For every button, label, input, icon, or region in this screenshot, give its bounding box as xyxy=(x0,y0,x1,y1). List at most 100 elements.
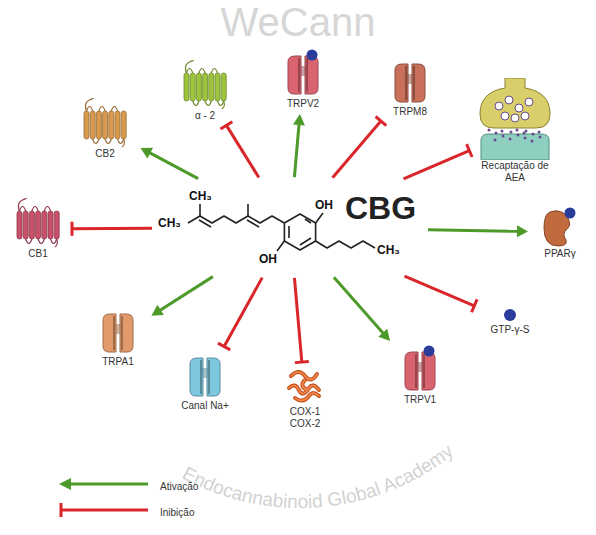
target-node: CB1 xyxy=(8,198,68,260)
pore xyxy=(115,324,121,334)
target-label: TRPM8 xyxy=(380,106,440,118)
loop xyxy=(32,207,38,212)
nuclear-receptor-icon xyxy=(540,204,580,248)
methyl-label: CH₃ xyxy=(189,189,212,203)
postsynaptic-cell xyxy=(481,134,549,160)
neurotransmitter xyxy=(532,133,535,136)
legend-entry: Inibição xyxy=(58,502,194,518)
vesicle xyxy=(505,96,513,104)
tail xyxy=(122,139,125,147)
aromatic-bonds xyxy=(289,219,311,245)
target-label: Canal Na+ xyxy=(173,400,237,412)
connector-line xyxy=(333,121,381,178)
loop xyxy=(111,107,117,112)
helix xyxy=(203,73,208,101)
loop xyxy=(193,101,199,106)
helix xyxy=(29,211,34,239)
helix xyxy=(121,111,126,139)
helix xyxy=(221,73,226,101)
cox-enzyme-icon xyxy=(283,366,327,406)
pentyl-chain xyxy=(316,241,375,248)
pore xyxy=(300,66,306,76)
helix xyxy=(209,73,214,101)
helix xyxy=(48,211,53,239)
inhibition-connector xyxy=(220,122,258,178)
neurotransmitter xyxy=(523,132,526,135)
compound-name: CBG xyxy=(345,190,416,226)
inhibition-bar xyxy=(218,343,230,350)
helix xyxy=(90,111,95,139)
connector-line xyxy=(428,230,519,232)
loop xyxy=(93,139,99,144)
target-label: CB1 xyxy=(8,248,68,260)
loop xyxy=(20,207,26,212)
ion-channel-icon xyxy=(390,56,430,106)
activation-connector xyxy=(334,277,390,341)
loop xyxy=(44,207,50,212)
target-node: TRPV2 xyxy=(273,48,333,110)
target-node: GTP-γ-S xyxy=(478,306,542,336)
inhibition-bar xyxy=(472,299,477,312)
connector-line xyxy=(404,151,470,179)
neurotransmitter xyxy=(510,131,513,134)
pore xyxy=(201,360,209,394)
tail xyxy=(222,101,225,109)
loop xyxy=(187,69,193,74)
target-node: TRPM8 xyxy=(380,56,440,118)
inhibition-bar xyxy=(220,122,232,129)
helix xyxy=(196,73,201,101)
target-label: TRPV2 xyxy=(273,98,333,110)
neurotransmitter xyxy=(531,140,534,143)
legend-entry: Ativação xyxy=(58,476,198,492)
arrowhead xyxy=(378,329,390,341)
target-label: PPARγ xyxy=(532,248,588,260)
synapse-icon xyxy=(475,78,555,160)
neurotransmitter xyxy=(502,135,505,138)
ion-channel-icon xyxy=(400,344,440,394)
watermark-text: Endocannabinoid Global Academy xyxy=(179,440,457,512)
vesicle xyxy=(521,112,529,120)
sample-line xyxy=(68,483,148,486)
activation-connector xyxy=(293,114,305,177)
neurotransmitter xyxy=(509,138,512,141)
connector-line xyxy=(226,125,258,177)
legend-label: Inibição xyxy=(160,507,194,518)
vesicle xyxy=(495,102,503,110)
target-node: PPARγ xyxy=(532,204,588,260)
connector-line xyxy=(405,276,475,306)
tail xyxy=(86,98,94,111)
watermark-arc-text: Endocannabinoid Global Academy xyxy=(179,440,457,512)
vesicle xyxy=(511,114,519,122)
gpcr-receptor-icon xyxy=(80,98,130,148)
inhibition-bar xyxy=(295,361,309,362)
gpcr-receptor-icon xyxy=(13,198,63,248)
hydroxyl-bonds xyxy=(277,213,323,251)
ligand-dot xyxy=(424,346,435,357)
loop xyxy=(38,239,44,244)
helix xyxy=(96,111,101,139)
target-node: α - 2 xyxy=(173,60,237,122)
connector-line xyxy=(294,123,299,177)
sample-line xyxy=(61,509,148,512)
enzyme-fold xyxy=(289,372,319,401)
target-label: TRPV1 xyxy=(390,394,450,406)
neurotransmitter xyxy=(524,137,527,140)
target-node: Recaptação de AEA xyxy=(473,78,557,184)
inhibition-connector xyxy=(218,278,262,350)
target-node: CB2 xyxy=(73,98,137,160)
target-label: α - 2 xyxy=(173,110,237,122)
ligand-dot xyxy=(504,309,516,321)
target-label: TRPA1 xyxy=(88,356,148,368)
target-node: Canal Na+ xyxy=(173,350,237,412)
inhibition-bar xyxy=(376,116,387,125)
arrowhead xyxy=(141,148,154,159)
neurotransmitter xyxy=(495,132,498,135)
helix xyxy=(103,111,108,139)
helix xyxy=(84,111,89,139)
loop xyxy=(51,239,57,244)
double-bonds xyxy=(199,220,259,227)
watermark-text: WeCann xyxy=(221,0,376,44)
target-node: TRPA1 xyxy=(88,306,148,368)
helix xyxy=(215,73,220,101)
helix xyxy=(109,111,114,139)
